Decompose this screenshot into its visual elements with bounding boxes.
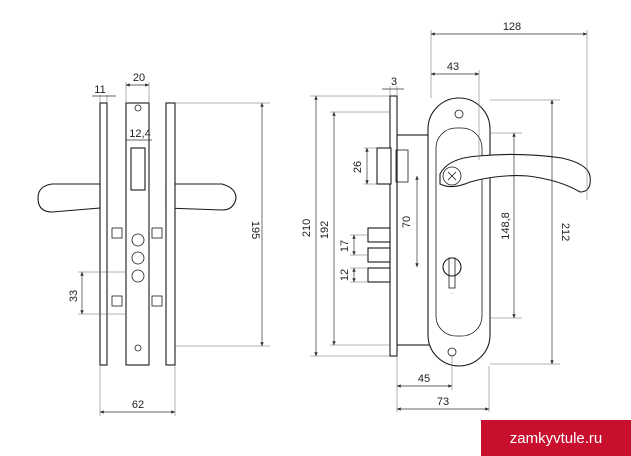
- latch-inner: [395, 149, 409, 183]
- dim-12-4: 12,4: [129, 128, 150, 140]
- bolt-2: [367, 247, 391, 263]
- dim-212: 212: [559, 223, 571, 241]
- escutcheon-inner: [435, 127, 483, 337]
- dim-62: 62: [132, 399, 144, 411]
- front-faceplate: [389, 95, 398, 357]
- cylinder-brand-mark: ···: [450, 291, 454, 296]
- plate-top-screw-icon: [454, 109, 464, 119]
- bolt-1: [367, 227, 391, 243]
- dim-33: 33: [68, 290, 80, 302]
- dim-210: 210: [301, 219, 313, 237]
- bolt-hole-1: [131, 233, 145, 247]
- dim-148-8: 148,8: [500, 212, 512, 240]
- right-plate: [165, 102, 176, 366]
- latch: [376, 147, 392, 185]
- lever-cross-icon: [447, 171, 457, 181]
- dim-20: 20: [133, 72, 145, 84]
- dim-45: 45: [418, 373, 430, 385]
- dim-73: 73: [437, 396, 449, 408]
- dim-11: 11: [94, 84, 105, 96]
- bolt-hole-2: [131, 251, 145, 265]
- dim-12: 12: [339, 269, 351, 281]
- fixing-4: [151, 295, 163, 307]
- side-lever-handle-right: [165, 183, 237, 211]
- front-view: ··· 128 43 3 26 70 210 192: [301, 21, 591, 412]
- fixing-2: [111, 295, 123, 307]
- bottom-screw-icon: [134, 344, 142, 352]
- top-screw-icon: [134, 104, 142, 112]
- dim-17: 17: [339, 240, 351, 252]
- site-watermark: zamkyvtule.ru: [481, 420, 631, 456]
- dim-43: 43: [447, 61, 459, 73]
- fixing-3: [151, 227, 163, 239]
- spindle-recess: [130, 147, 146, 191]
- escutcheon-plate: [427, 97, 491, 367]
- dim-128: 128: [503, 21, 521, 33]
- dim-26: 26: [352, 161, 364, 173]
- cylinder-icon: [442, 257, 462, 277]
- dim-192: 192: [319, 221, 331, 239]
- lever-rose: [442, 166, 462, 186]
- dim-3: 3: [391, 76, 397, 88]
- bolt-hole-3: [131, 269, 145, 283]
- cylinder-slot: [448, 257, 456, 289]
- side-view: 11 20 12,4 195 33 62: [37, 72, 270, 416]
- dim-195: 195: [249, 221, 261, 239]
- dim-70: 70: [401, 216, 413, 228]
- side-lever-handle: [37, 183, 101, 213]
- fixing-1: [111, 227, 123, 239]
- left-plate: [99, 102, 108, 366]
- bolt-3: [367, 267, 391, 283]
